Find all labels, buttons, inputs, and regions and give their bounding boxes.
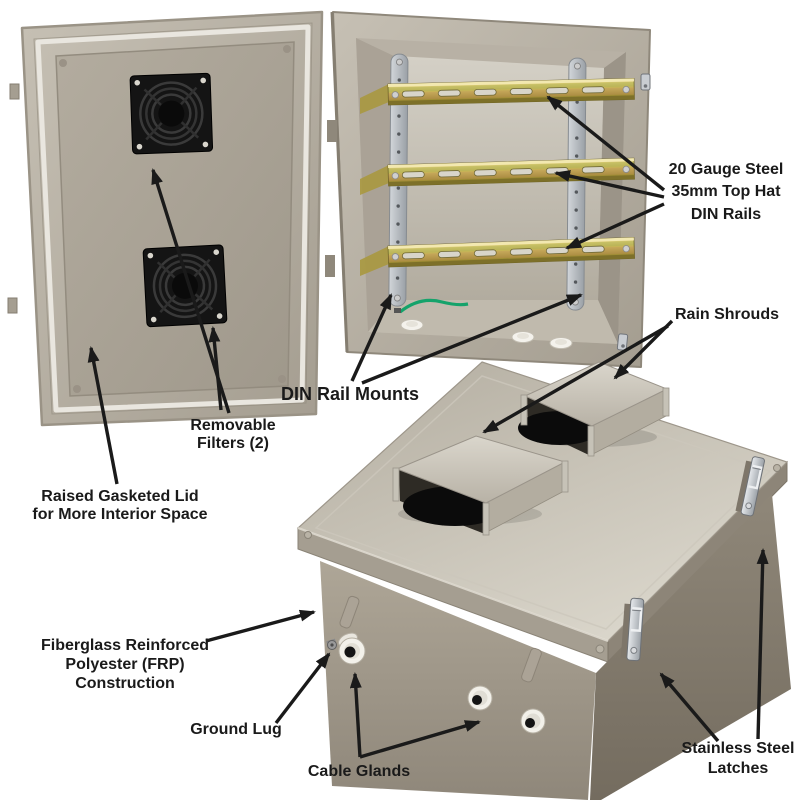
arrow-gland-left [349,672,362,758]
arrow-din-rail-3 [565,202,665,250]
cable-gland-left [338,632,366,665]
arrow-filter-bottom [208,326,223,411]
fan-filter-top [128,71,214,156]
arrow-raised-lid [87,346,119,485]
arrow-mount-right [361,293,583,385]
ground-wire [399,298,469,314]
rain-shroud-left [392,435,569,536]
rain-shroud-right [518,361,670,457]
mount-tabs [339,595,542,683]
cable-gland-front-2 [520,708,546,734]
callout-rain-shrouds: Rain Shrouds [674,306,779,323]
arrow-rain-shroud-left [482,324,669,434]
arrow-frp [205,609,316,643]
lid-gasket [35,24,311,413]
knockout-plugs [400,319,573,349]
callout-raised-gasketed-lid: Raised Gasketed Lid for More Interior Sp… [32,488,208,523]
arrow-ground-lug [274,652,331,725]
arrow-latch-upper [756,548,769,740]
arrow-latch-lower [659,672,720,743]
box-right-face [590,494,791,800]
callout-removable-filters: Removable Filters (2) [190,417,276,453]
hinge [325,255,335,277]
callout-din-rail-mounts: DIN Rail Mounts [281,384,419,404]
open-lid-photo [7,10,324,427]
arrow-din-rail-1 [546,95,666,192]
cable-gland-front-1 [467,685,493,711]
hinge [327,120,337,142]
interior-floor [368,300,618,344]
callout-frp-construction: Fiberglass Reinforced Polyester (FRP) Co… [40,637,210,693]
closed-enclosure-photo [296,361,791,800]
interior-right-wall [598,52,626,344]
callout-stainless-latches: Stainless Steel Latches [681,740,795,777]
box-front-face [320,561,596,800]
enclosure-interior-photo [325,11,651,368]
lid-hinge-tab [9,83,20,100]
annotation-arrows [87,95,769,759]
fan-filter-bottom [141,243,229,329]
ground-lug [326,638,337,650]
interior-edge-latches [616,73,651,351]
callout-din-rails: 20 Gauge Steel 35mm Top Hat DIN Rails [668,161,784,223]
callout-cable-glands: Cable Glands [307,763,411,780]
callout-ground-lug: Ground Lug [190,721,282,738]
arrow-din-rail-2 [554,170,665,199]
arrow-mount-left [350,293,393,382]
lid-hinge-tab [7,297,18,314]
arrow-gland-front [359,720,481,759]
wire-lug [394,308,401,313]
hinge-seam [330,11,349,353]
